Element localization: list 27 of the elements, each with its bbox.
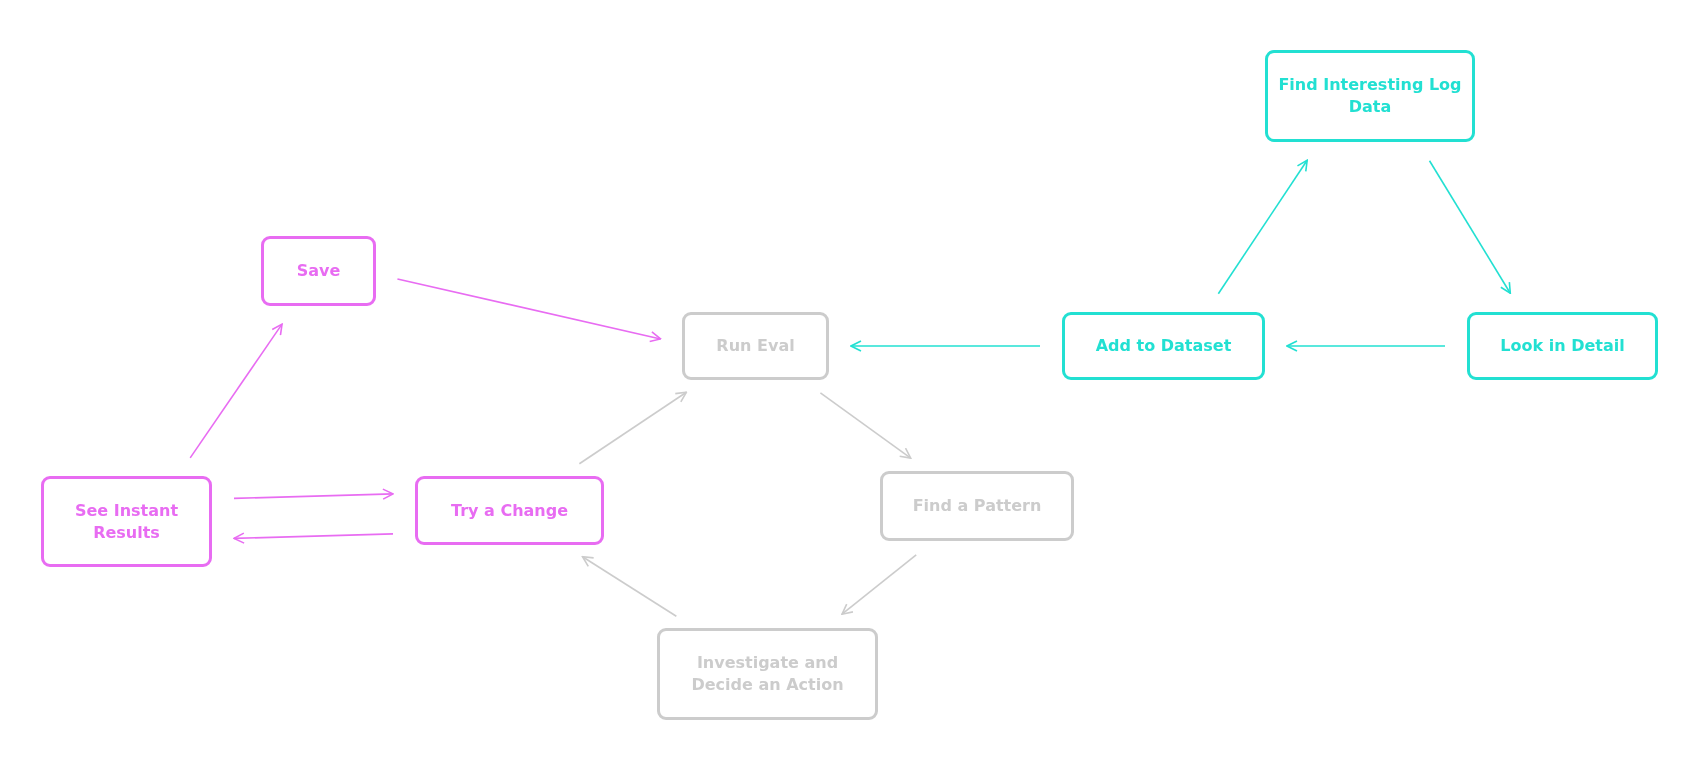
box-label: Look in Detail	[1500, 335, 1625, 357]
arrow	[841, 553, 917, 616]
box-label: Find Interesting Log Data	[1278, 74, 1462, 118]
arrow	[1428, 160, 1512, 295]
process-box	[657, 628, 878, 720]
arrow	[189, 323, 283, 459]
process-box	[41, 476, 212, 567]
arrow	[578, 391, 688, 465]
process-box	[682, 312, 829, 380]
process-box	[1062, 312, 1265, 380]
arrow	[396, 278, 662, 343]
arrow	[581, 556, 678, 617]
arrow	[1217, 159, 1308, 295]
box-label: Try a Change	[450, 499, 568, 522]
box-label: Save	[296, 260, 341, 282]
process-box	[261, 236, 376, 306]
process-box	[1467, 312, 1658, 380]
box-label: Add to Dataset	[1095, 335, 1232, 357]
arrow	[1286, 340, 1446, 352]
arrow	[233, 532, 394, 544]
arrow	[233, 488, 394, 500]
process-box	[880, 471, 1074, 541]
arrow	[819, 392, 912, 459]
box-label: See Instant Results	[73, 499, 180, 544]
process-box	[1265, 50, 1475, 142]
process-box	[415, 476, 604, 545]
arrow	[850, 340, 1041, 352]
